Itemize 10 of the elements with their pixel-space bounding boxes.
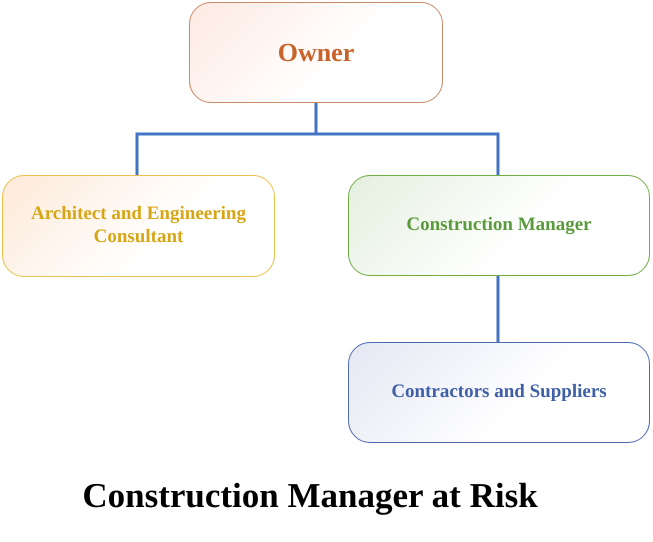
box-label: Owner	[278, 36, 354, 68]
caption: Construction Manager at Risk	[81, 476, 539, 516]
org-box	[189, 2, 443, 103]
org-box	[348, 175, 650, 276]
connector-line	[496, 276, 500, 342]
box-label: Construction Manager	[406, 214, 592, 237]
org-box	[2, 175, 275, 277]
box-label: Contractors and Suppliers	[391, 381, 607, 404]
org-box	[348, 342, 650, 443]
box-label: Architect and Engineering Consultant	[30, 203, 247, 249]
